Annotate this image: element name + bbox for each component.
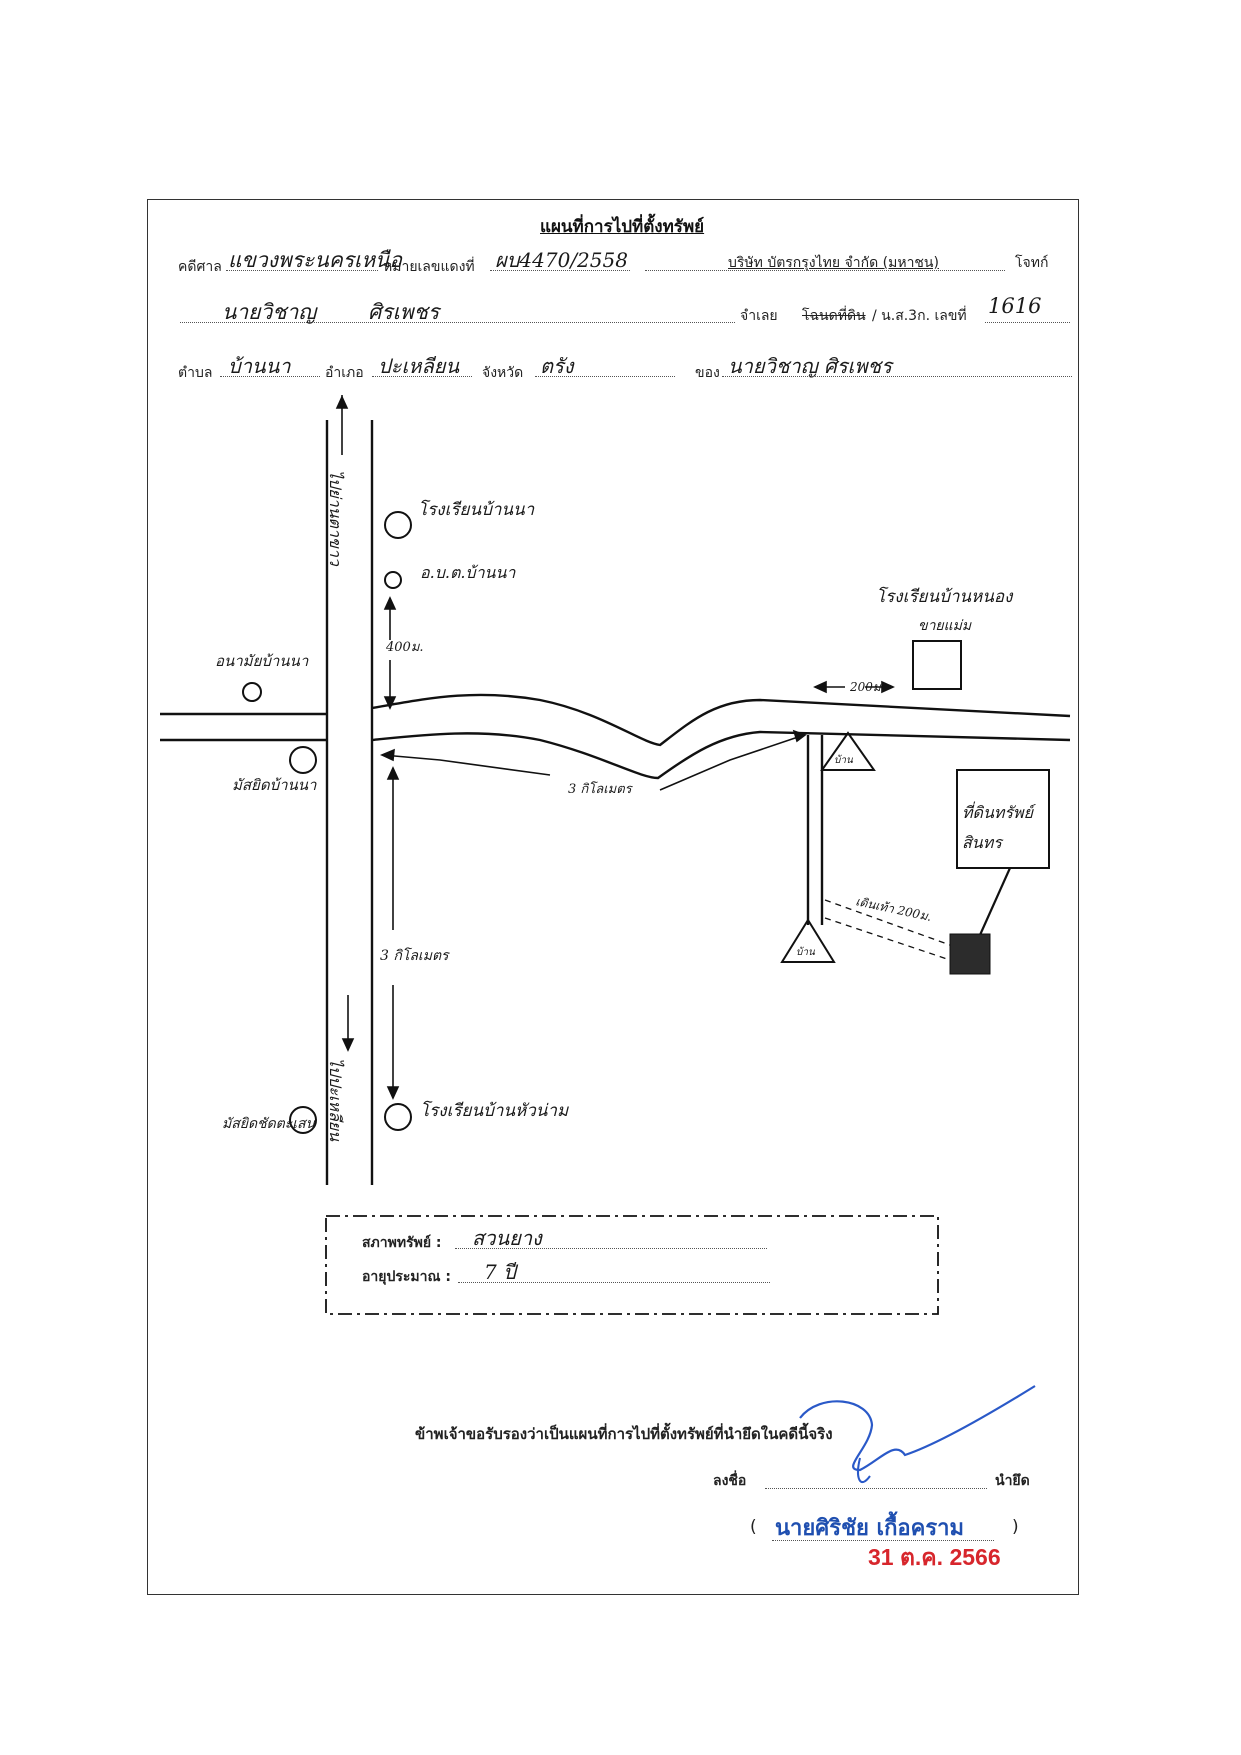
dist-400-up-head bbox=[383, 596, 397, 610]
mosque-ban-na-label: มัสยิดบ้านนา bbox=[232, 776, 317, 794]
road-top-arrow-head bbox=[335, 395, 349, 409]
health-center-marker bbox=[242, 682, 262, 702]
defendant-dotline bbox=[180, 322, 735, 323]
curve-dist-right-line bbox=[659, 734, 805, 791]
school-ban-nong-marker bbox=[912, 640, 962, 690]
defendant-role: จำเลย bbox=[740, 308, 778, 324]
school-bottom-label: โรงเรียนบ้านหัวน่าม bbox=[420, 1100, 569, 1121]
road-bottom-arrow-head bbox=[341, 1038, 355, 1052]
court-dotline bbox=[226, 270, 378, 271]
mosque-bottom-marker bbox=[289, 1106, 317, 1134]
condition-state-value: สวนยาง bbox=[472, 1226, 542, 1250]
walk-label: เดินเท้า 200ม. bbox=[854, 894, 933, 924]
walk-path-upper bbox=[824, 899, 951, 946]
document-title: แผนที่การไปที่ตั้งทรัพย์ bbox=[540, 217, 705, 237]
red-case-dotline bbox=[490, 270, 630, 271]
property-label-box bbox=[956, 769, 1050, 869]
province-label: จังหวัด bbox=[482, 365, 524, 381]
deed-label-struck: โฉนดที่ดิน bbox=[802, 308, 866, 324]
school-bottom-marker bbox=[384, 1103, 412, 1131]
property-label-line1: ที่ดินทรัพย์ bbox=[962, 801, 1036, 822]
certification-statement: ข้าพเจ้าขอรับรองว่าเป็นแผนที่การไปที่ตั้… bbox=[415, 1425, 833, 1443]
province-value: ตรัง bbox=[540, 354, 574, 378]
property-label-line2: สินทร bbox=[962, 833, 1004, 852]
curve-dist-right-head bbox=[792, 729, 807, 743]
signer-name: นายศิริชัย เกื้อคราม bbox=[775, 1516, 964, 1541]
red-case-value: ผบ4470/2558 bbox=[495, 248, 628, 272]
east-road-top-edge bbox=[371, 693, 1071, 747]
plaintiff-dotline bbox=[645, 270, 1005, 271]
signer-dotline bbox=[772, 1540, 994, 1541]
condition-state-label: สภาพทรัพย์ : bbox=[362, 1235, 442, 1251]
signature-scribble bbox=[799, 1385, 1036, 1472]
province-dotline bbox=[535, 376, 675, 377]
plaintiff-role: โจทก์ bbox=[1015, 255, 1049, 271]
condition-state-dotline bbox=[455, 1248, 767, 1249]
defendant-name: นายวิชาญ bbox=[222, 300, 317, 324]
school-ban-na-marker bbox=[384, 511, 412, 539]
dist-200-right-head bbox=[881, 680, 895, 694]
deed-label: / น.ส.3ก. เลขที่ bbox=[872, 308, 967, 324]
owner-value: นายวิชาญ ศิรเพชร bbox=[728, 354, 892, 378]
subdistrict-dotline bbox=[220, 376, 320, 377]
dist-200-left-head bbox=[813, 680, 827, 694]
sign-label: ลงชื่อ bbox=[713, 1473, 747, 1489]
dist-200-label: 200ม. bbox=[849, 680, 885, 694]
condition-box bbox=[325, 1215, 939, 1315]
document-frame bbox=[147, 199, 1079, 1595]
sign-role: นำยึด bbox=[995, 1473, 1030, 1489]
condition-age-label: อายุประมาณ : bbox=[362, 1269, 451, 1285]
road-top-label: ไปย่านตาขาว bbox=[326, 470, 345, 567]
sign-bottom-label: บ้าน bbox=[796, 946, 816, 958]
district-value: ปะเหลียน bbox=[378, 354, 460, 378]
mosque-ban-na-marker bbox=[289, 746, 317, 774]
condition-age-dotline bbox=[458, 1282, 770, 1283]
district-label: อำเภอ bbox=[325, 365, 364, 381]
road-bottom-label: ไปปะเหลียน bbox=[326, 1058, 345, 1142]
curve-distance-label: 3 กิโลเมตร bbox=[568, 781, 634, 797]
obt-ban-na-marker bbox=[384, 571, 402, 589]
court-value: แขวงพระนครเหนือ bbox=[228, 248, 403, 272]
walk-path-lower bbox=[824, 917, 951, 961]
obt-ban-na-label: อ.บ.ต.บ้านนา bbox=[420, 563, 516, 582]
health-center-label: อนามัยบ้านนา bbox=[215, 652, 309, 670]
deed-number: 1616 bbox=[988, 294, 1042, 318]
property-pointer-line bbox=[978, 867, 1012, 936]
curve-dist-left-head bbox=[379, 748, 395, 762]
condition-age-value: 7 ปี bbox=[484, 1260, 516, 1284]
signer-paren-close: ) bbox=[1012, 1517, 1019, 1537]
deed-dotline bbox=[985, 322, 1070, 323]
date-stamp: 31 ต.ค. 2566 bbox=[868, 1544, 1001, 1570]
subdistrict-value: บ้านนา bbox=[228, 354, 291, 378]
signature-tail bbox=[857, 1457, 871, 1483]
school-ban-nong-label: โรงเรียนบ้านหนอง bbox=[876, 586, 1014, 607]
defendant-surname: ศิรเพชร bbox=[368, 300, 440, 324]
court-label: คดีศาล bbox=[178, 259, 222, 275]
vertical-distance-label: 3 กิโลเมตร bbox=[380, 947, 450, 964]
school-ban-na-label: โรงเรียนบ้านนา bbox=[418, 499, 535, 520]
curve-dist-left-line bbox=[382, 754, 551, 776]
sign-triangle-bottom bbox=[780, 918, 836, 963]
mosque-bottom-label: มัสยิดชัดตะเสน bbox=[222, 1116, 316, 1132]
east-road-bottom-edge bbox=[371, 730, 1071, 780]
school-ban-nong-label-2: ขายแม่ม bbox=[918, 618, 972, 634]
sign-triangle-top bbox=[820, 731, 876, 771]
owner-dotline bbox=[722, 376, 1072, 377]
sign-top-label: บ้าน bbox=[834, 754, 854, 766]
subdistrict-label: ตำบล bbox=[178, 365, 213, 381]
signer-paren-open: ( bbox=[750, 1517, 757, 1537]
sign-dotline bbox=[765, 1488, 987, 1489]
property-marker bbox=[949, 933, 991, 975]
red-case-label: หมายเลขแดงที่ bbox=[383, 259, 475, 275]
dist-3km-up-head bbox=[386, 766, 400, 780]
plaintiff-name: บริษัท บัตรกรุงไทย จำกัด (มหาชน) bbox=[728, 255, 939, 271]
dist-400-label: 400ม. bbox=[385, 640, 424, 655]
district-dotline bbox=[372, 376, 472, 377]
dist-400-down-head bbox=[383, 696, 397, 710]
dist-3km-down-head bbox=[386, 1086, 400, 1100]
owner-label: ของ bbox=[695, 365, 720, 381]
